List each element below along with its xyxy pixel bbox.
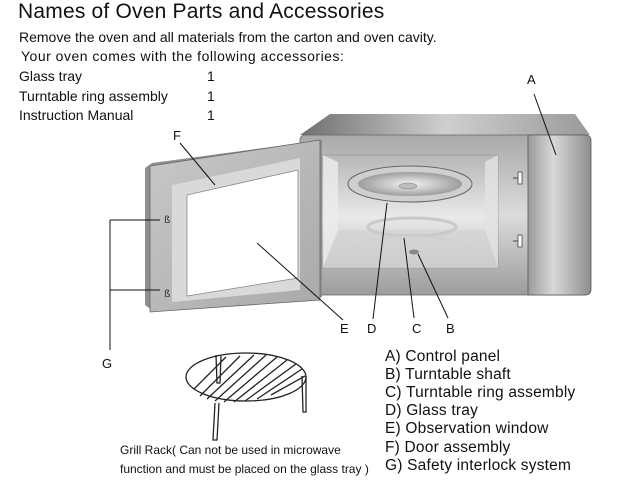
leader-lines xyxy=(109,93,557,350)
legend-item: A) Control panel xyxy=(385,348,501,365)
page-title: Names of Oven Parts and Accessories xyxy=(18,0,385,23)
oven-body xyxy=(299,114,592,296)
accessory-name: Instruction Manual xyxy=(19,107,134,123)
grill-rack-caption: function and must be placed on the glass… xyxy=(120,462,369,476)
accessory-name: Turntable ring assembly xyxy=(19,88,168,104)
intro-text: Remove the oven and all materials from t… xyxy=(19,29,437,45)
accessory-name: Glass tray xyxy=(19,68,83,84)
svg-text:ß: ß xyxy=(164,289,170,300)
grill-rack-caption: Grill Rack( Can not be used in microwave xyxy=(120,443,341,457)
svg-text:ß: ß xyxy=(164,215,170,226)
door-assembly: ß ß xyxy=(145,139,322,313)
accessory-qty: 1 xyxy=(207,88,215,104)
legend-item: G) Safety interlock system xyxy=(385,457,572,474)
accessory-qty: 1 xyxy=(207,68,215,84)
callout-g: G xyxy=(102,356,113,371)
legend-item: B) Turntable shaft xyxy=(385,366,511,383)
callout-a: A xyxy=(527,72,536,87)
callout-c: C xyxy=(412,321,422,336)
accessory-qty: 1 xyxy=(207,107,215,123)
callout-b: B xyxy=(446,321,455,336)
callout-f: F xyxy=(173,128,181,143)
legend-item: C) Turntable ring assembly xyxy=(385,384,576,401)
legend-item: F) Door assembly xyxy=(385,439,511,456)
grill-rack xyxy=(185,352,307,441)
legend-item: E) Observation window xyxy=(385,420,549,437)
accessories-intro: Your oven comes with the following acces… xyxy=(21,48,345,64)
callout-e: E xyxy=(340,321,349,336)
callout-d: D xyxy=(367,321,377,336)
legend-item: D) Glass tray xyxy=(385,402,479,419)
